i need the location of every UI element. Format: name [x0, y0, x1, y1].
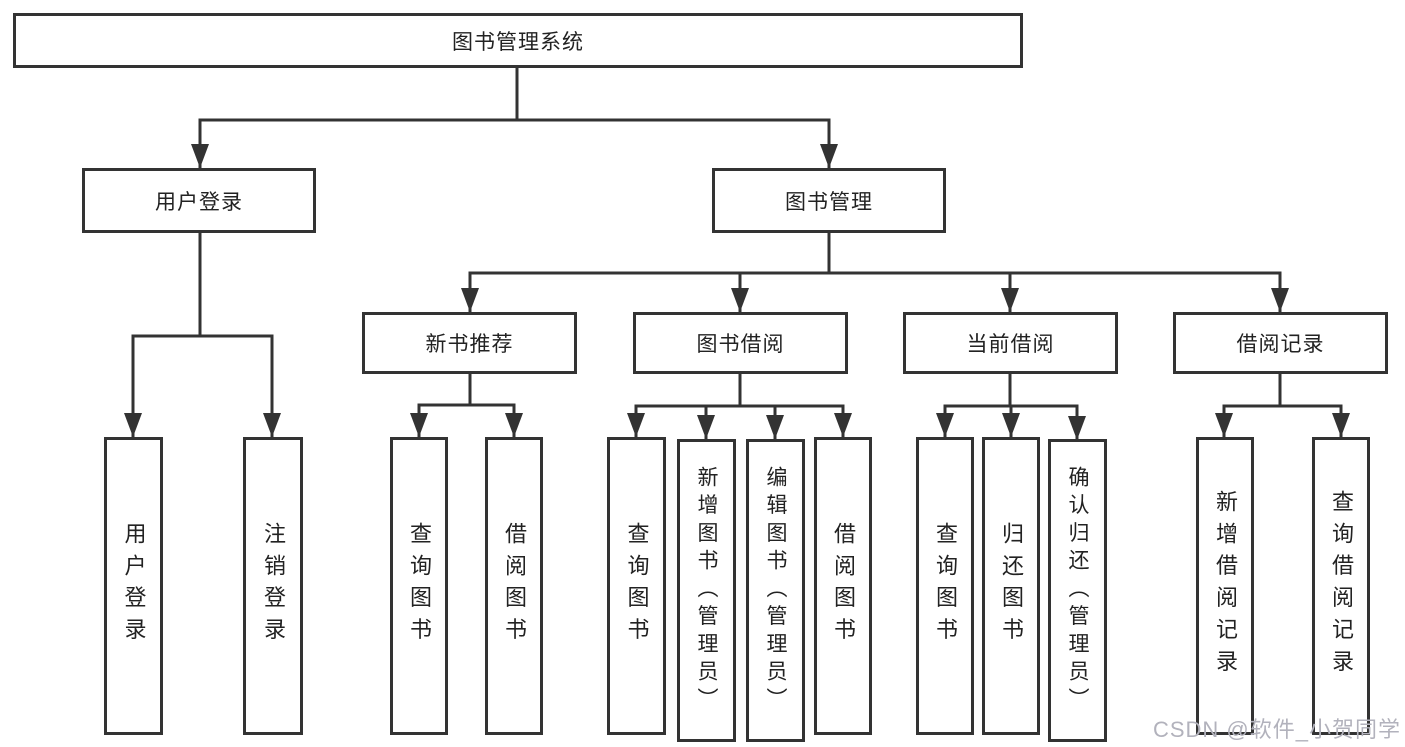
connector-book-borrow-children [634, 374, 845, 439]
leaf-add-borrow-record: 新增借阅记录 [1196, 437, 1254, 735]
node-current-borrowing: 当前借阅 [903, 312, 1118, 374]
leaf-query-books-recommendation: 查询图书 [390, 437, 448, 735]
arrow-down-icon [627, 413, 645, 437]
connector-new-book-rec-children [417, 374, 516, 437]
arrow-down-icon [1332, 413, 1350, 437]
leaf-label: 借阅图书 [502, 522, 527, 650]
node-user-login: 用户登录 [82, 168, 316, 233]
arrow-down-icon [461, 288, 479, 312]
leaf-label: 查询借阅记录 [1329, 490, 1354, 682]
arrow-down-icon [1068, 416, 1086, 440]
arrow-down-icon [766, 415, 784, 439]
leaf-label: 新增借阅记录 [1213, 490, 1238, 682]
arrow-down-icon [410, 413, 428, 437]
leaf-label: 归还图书 [999, 522, 1024, 650]
leaf-return-books: 归还图书 [982, 437, 1040, 735]
connector-root-to-level2 [198, 68, 831, 168]
arrow-down-icon [834, 413, 852, 437]
arrow-down-icon [697, 415, 715, 439]
leaf-borrow-books-recommendation: 借阅图书 [485, 437, 543, 735]
arrow-down-icon [731, 288, 749, 312]
arrow-down-icon [263, 413, 281, 437]
leaf-confirm-return-admin: 确认归还（管理员） [1048, 439, 1107, 742]
arrow-down-icon [1001, 288, 1019, 312]
leaf-borrow-books-borrowing: 借阅图书 [814, 437, 872, 735]
leaf-label: 确认归还（管理员） [1066, 465, 1089, 716]
arrow-down-icon [191, 144, 209, 168]
arrow-down-icon [1215, 413, 1233, 437]
arrow-down-icon [1002, 413, 1020, 437]
leaf-label: 查询图书 [933, 522, 958, 650]
connector-book-mgmt-level3 [468, 233, 1282, 312]
node-library-management-system: 图书管理系统 [13, 13, 1023, 68]
arrow-down-icon [124, 413, 142, 437]
node-new-book-recommendation: 新书推荐 [362, 312, 577, 374]
leaf-label: 编辑图书（管理员） [764, 465, 787, 716]
connector-borrow-records-children [1222, 374, 1343, 437]
leaf-label: 用户登录 [121, 522, 147, 650]
leaf-label: 注销登录 [261, 522, 286, 650]
leaf-user-login: 用户登录 [104, 437, 163, 735]
leaf-query-books-borrowing: 查询图书 [607, 437, 666, 735]
leaf-label: 新增图书（管理员） [695, 465, 718, 716]
leaf-label: 查询图书 [624, 522, 650, 650]
leaf-label: 借阅图书 [831, 522, 856, 650]
node-book-management: 图书管理 [712, 168, 946, 233]
leaf-query-borrow-record: 查询借阅记录 [1312, 437, 1370, 735]
arrow-down-icon [505, 413, 523, 437]
leaf-logout-login: 注销登录 [243, 437, 303, 735]
leaf-add-books-admin: 新增图书（管理员） [677, 439, 736, 742]
leaf-edit-books-admin: 编辑图书（管理员） [746, 439, 805, 742]
leaf-query-books-current: 查询图书 [916, 437, 974, 735]
arrowheads [124, 144, 1350, 440]
node-book-borrowing: 图书借阅 [633, 312, 848, 374]
leaf-label: 查询图书 [407, 522, 432, 650]
arrow-down-icon [1271, 288, 1289, 312]
connector-user-login-children [131, 233, 274, 437]
node-borrowing-records: 借阅记录 [1173, 312, 1388, 374]
arrow-down-icon [936, 413, 954, 437]
arrow-down-icon [820, 144, 838, 168]
